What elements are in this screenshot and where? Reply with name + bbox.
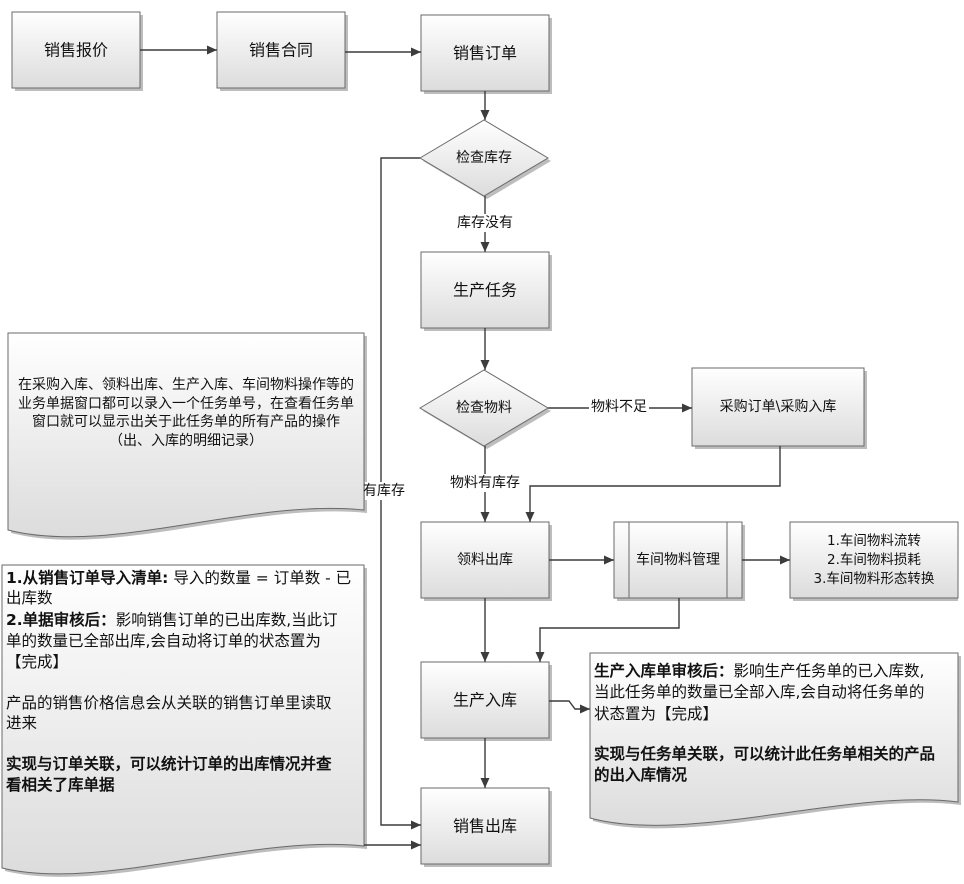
node-box [420,251,550,329]
node-sales-quote-label: 销售报价 [44,41,108,60]
note-task-number-line: 业务单据窗口都可以录入一个任务单号，在查看任务单 [18,395,354,412]
node-material-issue: 领料出库 [420,521,552,601]
node-sales-order-label: 销售订单 [453,44,517,63]
note-task-number-line: 窗口就可以显示出关于此任务单的所有产品的操作 [32,413,340,430]
subprocess-workshop-material-label: 车间物料管理 [636,551,720,568]
subprocess-box [613,521,743,599]
note-production-receipt-line: 实现与任务单关联，可以统计此任务单相关的产品 [594,744,935,763]
note-sales-outbound-item1-text: 导入的数量 = 订单数 - 已 [173,569,351,587]
node-sales-outbound-label: 销售出库 [453,817,517,836]
node-purchase: 采购订单\采购入库 [691,367,867,449]
node-box [420,787,550,865]
note-sales-outbound: 1.从销售订单导入清单: 导入的数量 = 订单数 - 已 出库数 2.单据审核后：… [1,564,367,877]
note-sales-outbound-line: 看相关了库单据 [6,775,115,794]
note-production-receipt-line: 状态置为【完成】 [594,705,718,723]
edge-label-stock-available: 有库存 [363,482,405,500]
note-sales-outbound-line: 1.从销售订单导入清单: 导入的数量 = 订单数 - 已 [6,568,351,587]
node-box [11,11,141,89]
note-sales-outbound-line: 实现与订单关联，可以统计订单的出库情况并查 [6,754,332,773]
edge-label-stock-none-text: 库存没有 [457,215,513,231]
note-production-receipt-shape [589,652,959,826]
note-sales-outbound-item2-label: 2.单据审核后： [6,610,116,629]
note-sales-outbound-item1-label: 1.从销售订单导入清单: [6,568,168,587]
note-production-receipt: 生产入库单审核后：影响生产任务单的已入库数, 当此任务单的数量已全部入库,会自动… [589,652,961,829]
node-box [420,521,550,599]
node-box [789,521,959,599]
edge-label-background [454,214,516,232]
node-workshop-functions: 1.车间物料流转 2.车间物料损耗 3.车间物料形态转换 [789,521,959,601]
edge-label-material-short: 物料不足 [589,399,649,417]
node-production-receipt: 生产入库 [420,661,552,741]
decision-check-material-label: 检查物料 [456,400,512,416]
node-material-issue-label: 领料出库 [457,552,513,568]
note-production-receipt-label: 生产入库单审核后： [594,661,734,680]
edge-production-receipt-to-note [549,700,590,714]
edge-label-background [448,474,522,492]
note-task-number-line: 在采购入库、领料出库、生产入库、车间物料操作等的 [18,376,354,393]
edge-label-material-short-text: 物料不足 [591,399,647,415]
note-sales-outbound-item2-text: 影响销售订单的已出库数,当此订 [116,611,338,629]
note-sales-outbound-line: 单的数量已全部出库,会自动将订单的状态置为 [6,632,321,650]
note-sales-outbound-line: 【完成】 [6,653,68,671]
edge-label-material-available-text: 物料有库存 [450,475,520,491]
workshop-function-item: 2.车间物料损耗 [827,551,921,568]
note-task-number-shape [7,332,365,538]
node-sales-outbound: 销售出库 [420,787,552,867]
decision-check-stock: 检查库存 [419,119,551,199]
decision-check-stock-label: 检查库存 [456,150,512,166]
node-production-receipt-label: 生产入库 [453,691,517,710]
workshop-function-item: 3.车间物料形态转换 [814,570,935,587]
node-box [216,11,346,89]
node-production-task: 生产任务 [420,251,552,331]
note-production-receipt-line: 的出入库情况 [594,765,688,784]
note-sales-outbound-line: 出库数 [6,589,53,607]
note-production-receipt-line: 当此任务单的数量已全部入库,会自动将任务单的 [594,683,924,701]
edge-label-background [589,399,649,417]
node-box [420,14,550,92]
subprocess-workshop-material: 车间物料管理 [613,521,745,601]
edge-purchase-to-issue [525,446,781,522]
note-sales-outbound-shape [1,564,365,875]
note-sales-outbound-line: 产品的销售价格信息会从关联的销售订单里读取 [6,694,332,712]
node-sales-contract: 销售合同 [216,11,348,91]
node-production-task-label: 生产任务 [453,281,517,300]
note-sales-outbound-line: 2.单据审核后：影响销售订单的已出库数,当此订 [6,610,338,629]
note-task-number-line: （出、入库的明细记录） [109,433,263,449]
node-sales-order: 销售订单 [420,14,552,94]
node-box [420,661,550,739]
node-box [691,367,865,447]
edge-label-stock-none: 库存没有 [454,214,516,232]
edge-label-background [365,482,405,500]
decision-diamond [419,119,549,197]
node-sales-contract-label: 销售合同 [249,41,313,60]
note-task-number: 在采购入库、领料出库、生产入库、车间物料操作等的 业务单据窗口都可以录入一个任务… [7,332,367,540]
node-sales-quote: 销售报价 [11,11,143,91]
node-purchase-label: 采购订单\采购入库 [720,399,837,415]
note-production-receipt-line: 生产入库单审核后：影响生产任务单的已入库数, [594,661,924,680]
edge-label-material-available: 物料有库存 [448,474,522,492]
workshop-function-item: 1.车间物料流转 [827,532,921,549]
decision-check-material: 检查物料 [419,369,551,449]
edge-label-stock-available-text: 有库存 [363,483,405,499]
edge-workshop-to-production-receipt [535,598,680,662]
note-sales-outbound-line: 进来 [6,714,37,732]
note-production-receipt-text: 影响生产任务单的已入库数, [734,662,925,680]
